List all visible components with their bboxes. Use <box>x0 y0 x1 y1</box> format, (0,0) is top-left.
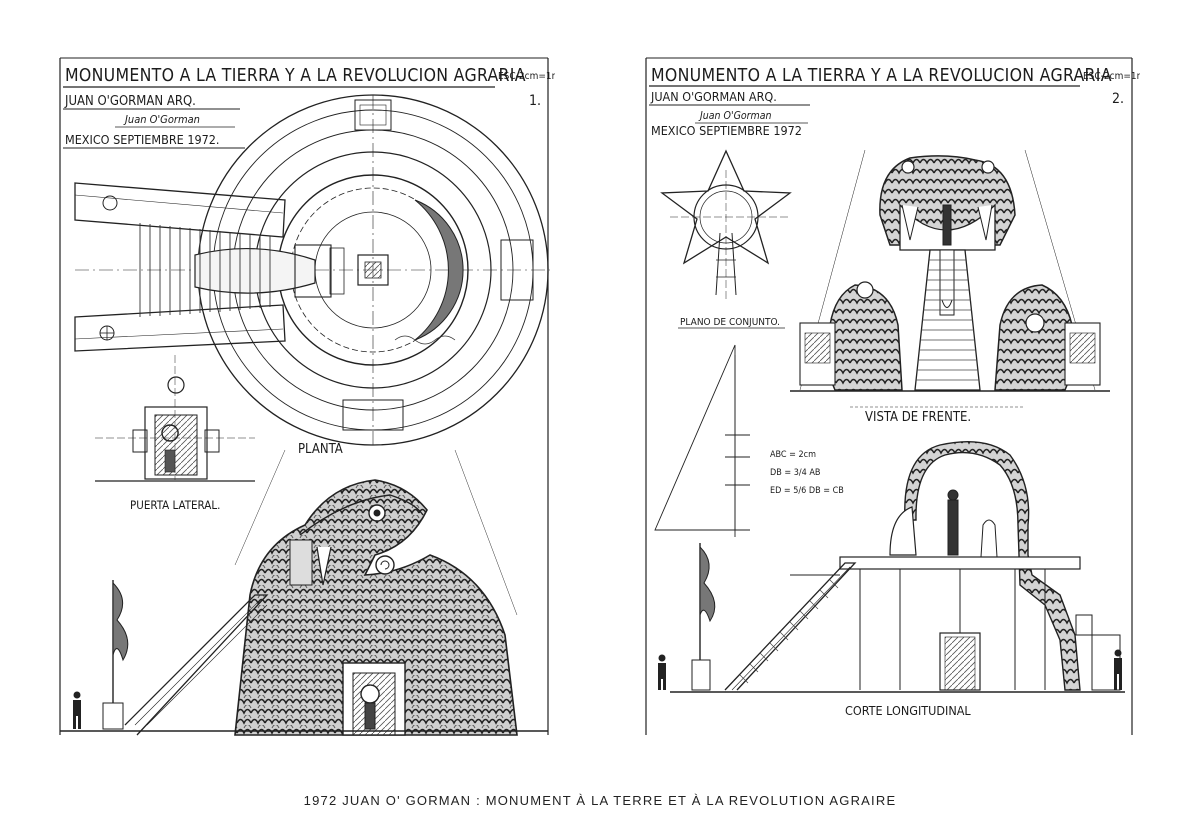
drawing-sheet-1: MONUMENTO A LA TIERRA Y A LA REVOLUCION … <box>55 55 555 737</box>
projection-line <box>454 449 518 616</box>
sheet-1-architect: JUAN O'GORMAN ARQ. <box>64 94 196 109</box>
projection-line <box>234 449 286 566</box>
flag <box>102 580 129 730</box>
sheet-2-date: MEXICO SEPTIEMBRE 1972 <box>651 123 802 138</box>
section-stair-treads <box>739 579 839 684</box>
sheet-2-scale: ESC-2cm=1m <box>1083 71 1140 82</box>
label-vista-frente: VISTA DE FRENTE. <box>865 410 971 425</box>
sheet-2-title: MONUMENTO A LA TIERRA Y A LA REVOLUCION … <box>651 66 1112 86</box>
plan-stair-treads <box>139 223 271 317</box>
label-planta: PLANTA <box>298 442 343 457</box>
plan-view <box>74 94 550 446</box>
longitudinal-section <box>670 440 1125 693</box>
sheet-1-number: 1. <box>529 93 541 109</box>
drawing-sheet-2: MONUMENTO A LA TIERRA Y A LA REVOLUCION … <box>640 55 1140 737</box>
site-plan-star <box>660 149 792 300</box>
front-stair-treads <box>916 259 979 381</box>
section-human-figures <box>658 649 1122 690</box>
elevation-staircase <box>124 594 269 736</box>
serpent-elevation <box>234 479 518 736</box>
geometry-construction <box>654 344 750 537</box>
sheet-1-signature: Juan O'Gorman <box>123 113 200 126</box>
sheet-2-architect: JUAN O'GORMAN ARQ. <box>650 89 777 104</box>
front-view <box>790 149 1110 392</box>
human-figure <box>73 691 81 729</box>
sheet-2-drawing: MONUMENTO A LA TIERRA Y A LA REVOLUCION … <box>645 57 1140 735</box>
sheet-1-scale: ESC-2cm=1m <box>498 71 555 82</box>
sheet-2-number: 2. <box>1112 91 1124 107</box>
formula-abc: ABC = 2cm <box>770 450 816 460</box>
sheet-1-title: MONUMENTO A LA TIERRA Y A LA REVOLUCION … <box>65 66 526 86</box>
plan-ornament <box>394 335 456 345</box>
label-puerta-lateral: PUERTA LATERAL. <box>130 498 220 512</box>
label-plano-conjunto: PLANO DE CONJUNTO. <box>680 317 780 328</box>
sheet-1-date: MEXICO SEPTIEMBRE 1972. <box>65 132 220 147</box>
door-detail <box>95 355 255 482</box>
label-corte-longitudinal: CORTE LONGITUDINAL <box>845 703 971 718</box>
formula-db: DB = 3/4 AB <box>770 468 820 478</box>
formula-ed: ED = 5/6 DB = CB <box>770 486 844 496</box>
image-caption: 1972 JUAN O' GORMAN : MONUMENT À LA TERR… <box>303 793 897 808</box>
section-flag <box>691 543 716 691</box>
sheet-2-signature: Juan O'Gorman <box>698 110 772 122</box>
sheet-1-drawing: MONUMENTO A LA TIERRA Y A LA REVOLUCION … <box>59 57 555 736</box>
